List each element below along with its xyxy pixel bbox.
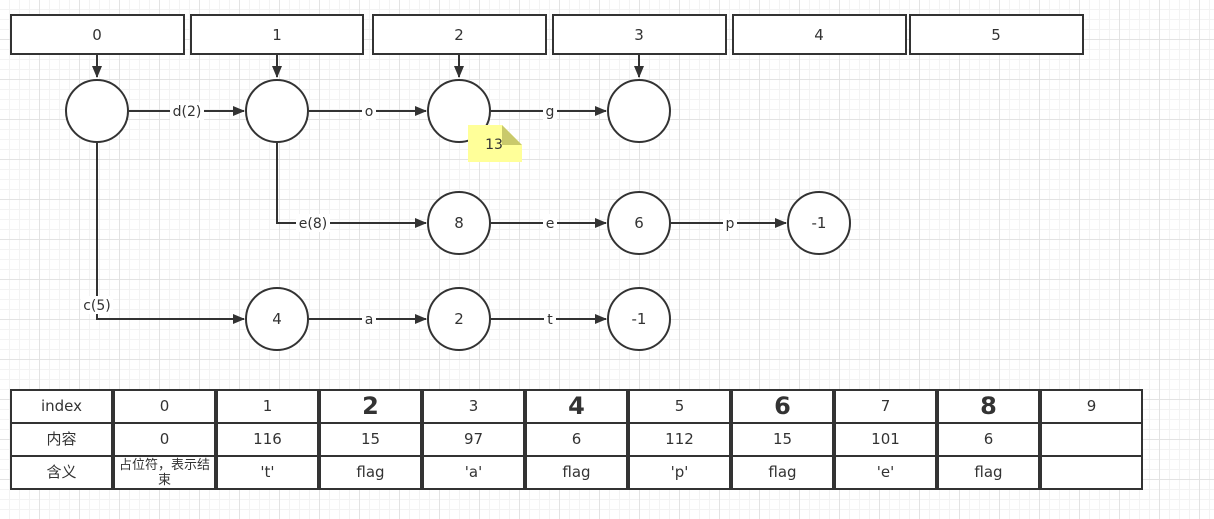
node-m2-label: 6 bbox=[634, 214, 644, 232]
index-cell: 3 bbox=[422, 389, 525, 424]
edge-b1-b2: a bbox=[309, 310, 427, 328]
node-r0[interactable] bbox=[65, 79, 129, 143]
trie-diagram: 0 1 2 3 4 5 d(2) o g e(8) bbox=[10, 14, 1084, 351]
node-b1-label: 4 bbox=[272, 310, 282, 328]
edge-r1-r2: o bbox=[309, 102, 427, 120]
node-m3[interactable]: -1 bbox=[787, 191, 851, 255]
meaning-cell bbox=[1040, 457, 1143, 490]
edge-label-e8: e(8) bbox=[299, 216, 327, 232]
content-cell: 97 bbox=[422, 424, 525, 457]
index-cell: 5 bbox=[628, 389, 731, 424]
meaning-cell: 'p' bbox=[628, 457, 731, 490]
array-table: index 0 1 2 3 4 5 6 7 8 9 内容 0 116 15 97… bbox=[10, 389, 1143, 490]
edge-r2-r3: g bbox=[491, 102, 607, 120]
edge-label-p: p bbox=[726, 216, 735, 232]
edge-label-e: e bbox=[546, 216, 555, 232]
node-b2-label: 2 bbox=[454, 310, 464, 328]
node-m2[interactable]: 6 bbox=[607, 191, 671, 255]
header-box-0[interactable]: 0 bbox=[10, 14, 185, 55]
header-box-1[interactable]: 1 bbox=[190, 14, 364, 55]
header-box-1-label: 1 bbox=[272, 26, 282, 44]
node-m3-label: -1 bbox=[812, 214, 827, 232]
edge-label-c5: c(5) bbox=[83, 298, 111, 314]
content-cell: 15 bbox=[731, 424, 834, 457]
node-b1[interactable]: 4 bbox=[245, 287, 309, 351]
node-b2[interactable]: 2 bbox=[427, 287, 491, 351]
header-box-2[interactable]: 2 bbox=[372, 14, 547, 55]
index-cell: 7 bbox=[834, 389, 937, 424]
index-cell: 6 bbox=[731, 389, 834, 424]
header-box-4-label: 4 bbox=[814, 26, 824, 44]
index-cell: 1 bbox=[216, 389, 319, 424]
edge-label-d2: d(2) bbox=[173, 104, 202, 120]
meaning-cell: 'e' bbox=[834, 457, 937, 490]
sticky-note-label: 13 bbox=[485, 137, 503, 153]
index-cell: 2 bbox=[319, 389, 422, 424]
content-cell: 15 bbox=[319, 424, 422, 457]
edge-b2-b3: t bbox=[491, 310, 607, 328]
content-cell: 101 bbox=[834, 424, 937, 457]
edge-r0-b1: c(5) bbox=[81, 142, 245, 324]
header-box-4[interactable]: 4 bbox=[732, 14, 907, 55]
meaning-cell: flag bbox=[319, 457, 422, 490]
edge-m1-m2: e bbox=[491, 214, 607, 232]
edge-label-t: t bbox=[547, 312, 553, 328]
header-box-3-label: 3 bbox=[634, 26, 644, 44]
edge-label-g: g bbox=[546, 104, 555, 120]
meaning-cell: flag bbox=[525, 457, 628, 490]
meaning-cell: 'a' bbox=[422, 457, 525, 490]
header-box-5[interactable]: 5 bbox=[909, 14, 1084, 55]
node-b3-label: -1 bbox=[632, 310, 647, 328]
table-row-index: index 0 1 2 3 4 5 6 7 8 9 bbox=[10, 389, 1143, 424]
index-cell: 4 bbox=[525, 389, 628, 424]
edge-r0-r1: d(2) bbox=[129, 102, 245, 120]
sticky-note[interactable]: 13 bbox=[468, 125, 522, 162]
header-box-0-label: 0 bbox=[92, 26, 102, 44]
row-header-content: 内容 bbox=[10, 424, 113, 457]
content-cell bbox=[1040, 424, 1143, 457]
row-header-meaning: 含义 bbox=[10, 457, 113, 490]
edge-m2-m3: p bbox=[671, 214, 787, 232]
header-box-2-label: 2 bbox=[454, 26, 464, 44]
edge-r1-m1: e(8) bbox=[276, 142, 427, 232]
content-cell: 6 bbox=[525, 424, 628, 457]
content-cell: 116 bbox=[216, 424, 319, 457]
node-r1[interactable] bbox=[245, 79, 309, 143]
row-header-index: index bbox=[10, 389, 113, 424]
node-m1-label: 8 bbox=[454, 214, 464, 232]
node-b3[interactable]: -1 bbox=[607, 287, 671, 351]
header-box-3[interactable]: 3 bbox=[552, 14, 727, 55]
table-row-meaning: 含义 占位符，表示结束 't' flag 'a' flag 'p' flag '… bbox=[10, 457, 1143, 490]
edge-label-a: a bbox=[365, 312, 374, 328]
index-cell: 0 bbox=[113, 389, 216, 424]
table-row-content: 内容 0 116 15 97 6 112 15 101 6 bbox=[10, 424, 1143, 457]
meaning-cell: flag bbox=[731, 457, 834, 490]
content-cell: 6 bbox=[937, 424, 1040, 457]
node-m1[interactable]: 8 bbox=[427, 191, 491, 255]
node-r3[interactable] bbox=[607, 79, 671, 143]
meaning-cell: flag bbox=[937, 457, 1040, 490]
meaning-cell: 占位符，表示结束 bbox=[113, 457, 216, 490]
meaning-cell: 't' bbox=[216, 457, 319, 490]
edge-label-o: o bbox=[365, 104, 374, 120]
index-cell: 9 bbox=[1040, 389, 1143, 424]
content-cell: 0 bbox=[113, 424, 216, 457]
index-cell: 8 bbox=[937, 389, 1040, 424]
content-cell: 112 bbox=[628, 424, 731, 457]
header-box-5-label: 5 bbox=[991, 26, 1001, 44]
